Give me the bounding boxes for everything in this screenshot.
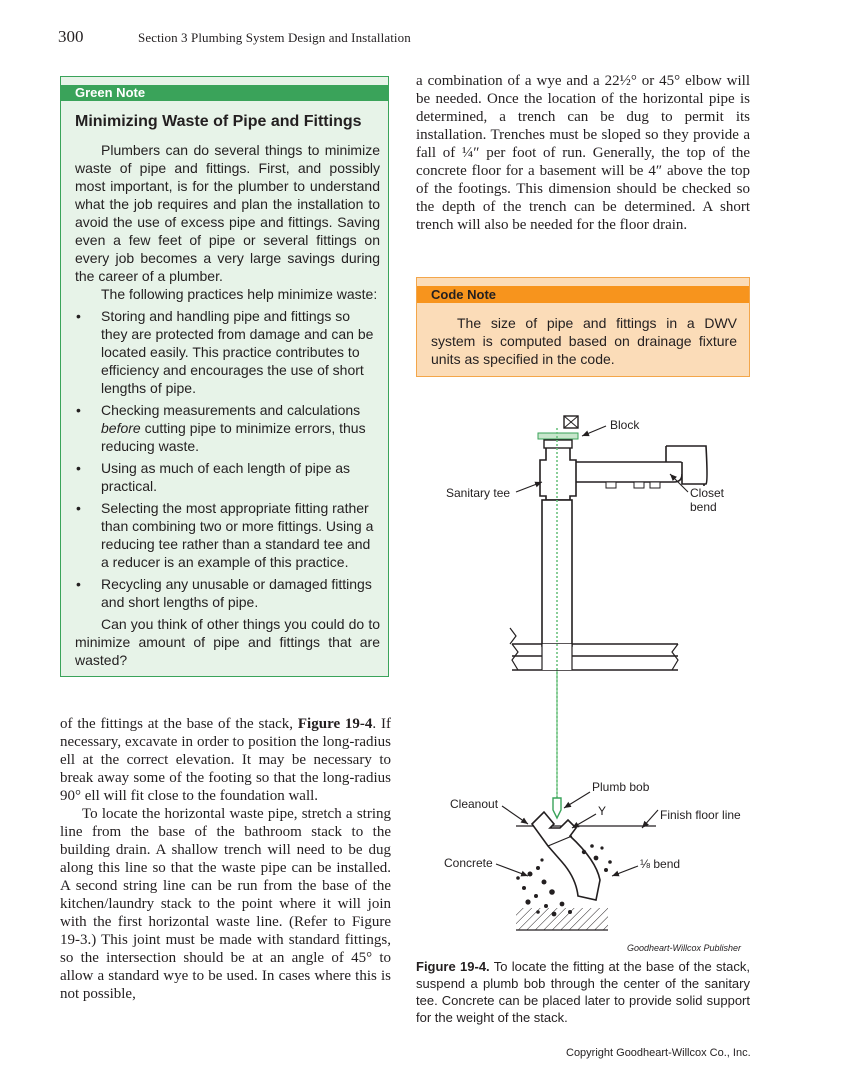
label-sanitary-tee: Sanitary tee bbox=[446, 486, 511, 500]
code-note-body: The size of pipe and fittings in a DWV s… bbox=[431, 315, 737, 367]
page-number: 300 bbox=[58, 27, 84, 46]
green-note-bullet: • Selecting the most appropriate fitting … bbox=[75, 499, 380, 571]
left-paragraph-1: of the fittings at the base of the stack… bbox=[60, 715, 391, 805]
sanitary-tee-shape bbox=[539, 445, 577, 501]
green-note-bullet: • Storing and handling pipe and fittings … bbox=[75, 307, 380, 397]
green-note-bullet: • Using as much of each length of pipe as… bbox=[75, 459, 380, 495]
green-note-practices-lead: The following practices help minimize wa… bbox=[101, 286, 378, 302]
left-paragraph-1-prefix: of the fittings at the base of the stack… bbox=[60, 716, 294, 732]
string-support bbox=[537, 432, 579, 440]
bullet-text: Selecting the most appropriate fitting r… bbox=[101, 500, 374, 570]
label-eighth-bend: ⅛ bend bbox=[640, 857, 681, 871]
bullet-text-emphasis: before bbox=[101, 420, 141, 436]
green-note-bullet: • Checking measurements and calculations b… bbox=[75, 401, 380, 455]
left-paragraph-2: To locate the horizontal waste pipe, str… bbox=[60, 806, 391, 1002]
running-head: Section 3 Plumbing System Design and Ins… bbox=[138, 30, 411, 45]
bullet-text: Using as much of each length of pipe as … bbox=[101, 460, 351, 494]
bullet-marker: • bbox=[76, 402, 81, 418]
left-paragraph-1-suffix: . If necessary, excavate in order to pos… bbox=[60, 716, 391, 804]
bullet-marker: • bbox=[76, 460, 81, 476]
figure-reference: Figure 19-4 bbox=[297, 716, 373, 732]
left-column-body: of the fittings at the base of the stack… bbox=[60, 715, 391, 1003]
bullet-text: Recycling any unusable or damaged fittin… bbox=[101, 576, 372, 610]
figure-caption: Figure 19-4. To locate the fitting at th… bbox=[416, 958, 750, 1026]
green-note-body: Plumbers can do several things to minimi… bbox=[75, 141, 380, 669]
green-note-intro: Plumbers can do several things to minimi… bbox=[75, 142, 380, 284]
bullet-text: Storing and handling pipe and fittings s… bbox=[101, 308, 374, 396]
label-closet-bend-line1: Closet bbox=[690, 486, 725, 500]
figure-credit: Goodheart-Willcox Publisher bbox=[627, 943, 741, 953]
figure-19-4: Block Sanitary tee Closet bend Plumb bob… bbox=[420, 400, 760, 940]
green-note-bullet: • Recycling any unusable or damaged fitti… bbox=[75, 575, 380, 611]
label-closet-bend-line2: bend bbox=[690, 500, 717, 514]
plumb-bob-shape bbox=[552, 797, 562, 820]
bullet-marker: • bbox=[76, 308, 81, 324]
right-column-paragraph: a combination of a wye and a 22½° or 45°… bbox=[416, 73, 750, 233]
figure-caption-label: Figure 19-4. bbox=[416, 959, 490, 974]
bullet-marker: • bbox=[76, 500, 81, 516]
label-concrete: Concrete bbox=[444, 856, 493, 870]
ground-hatch bbox=[516, 908, 608, 930]
green-note-box: Green Note Minimizing Waste of Pipe and … bbox=[60, 76, 389, 677]
label-finish-floor-line: Finish floor line bbox=[660, 808, 741, 822]
bullet-marker: • bbox=[76, 576, 81, 592]
label-block: Block bbox=[610, 418, 640, 432]
wye-fitting-shape bbox=[530, 810, 601, 901]
green-note-tab: Green Note bbox=[61, 85, 388, 101]
figure-caption-text: To locate the fitting at the base of the… bbox=[416, 959, 751, 1025]
bullet-text-suffix: cutting pipe to minimize errors, thus re… bbox=[101, 420, 366, 454]
code-note-tab: Code Note bbox=[417, 286, 749, 303]
green-note-closing: Can you think of other things you could … bbox=[75, 616, 380, 668]
code-note-box: Code Note The size of pipe and fittings … bbox=[416, 277, 750, 377]
bullet-text-prefix: Checking measurements and calculations bbox=[101, 402, 361, 418]
plumbing-diagram-illustration bbox=[495, 415, 708, 931]
closet-bend-shape bbox=[666, 445, 708, 485]
label-cleanout: Cleanout bbox=[450, 797, 499, 811]
copyright-footer: Copyright Goodheart-Willcox Co., Inc. bbox=[566, 1047, 751, 1059]
label-plumb-bob: Plumb bob bbox=[592, 780, 650, 794]
label-y: Y bbox=[598, 804, 607, 818]
green-note-bullet-list: • Storing and handling pipe and fittings … bbox=[75, 307, 380, 611]
green-note-title: Minimizing Waste of Pipe and Fittings bbox=[75, 113, 362, 130]
